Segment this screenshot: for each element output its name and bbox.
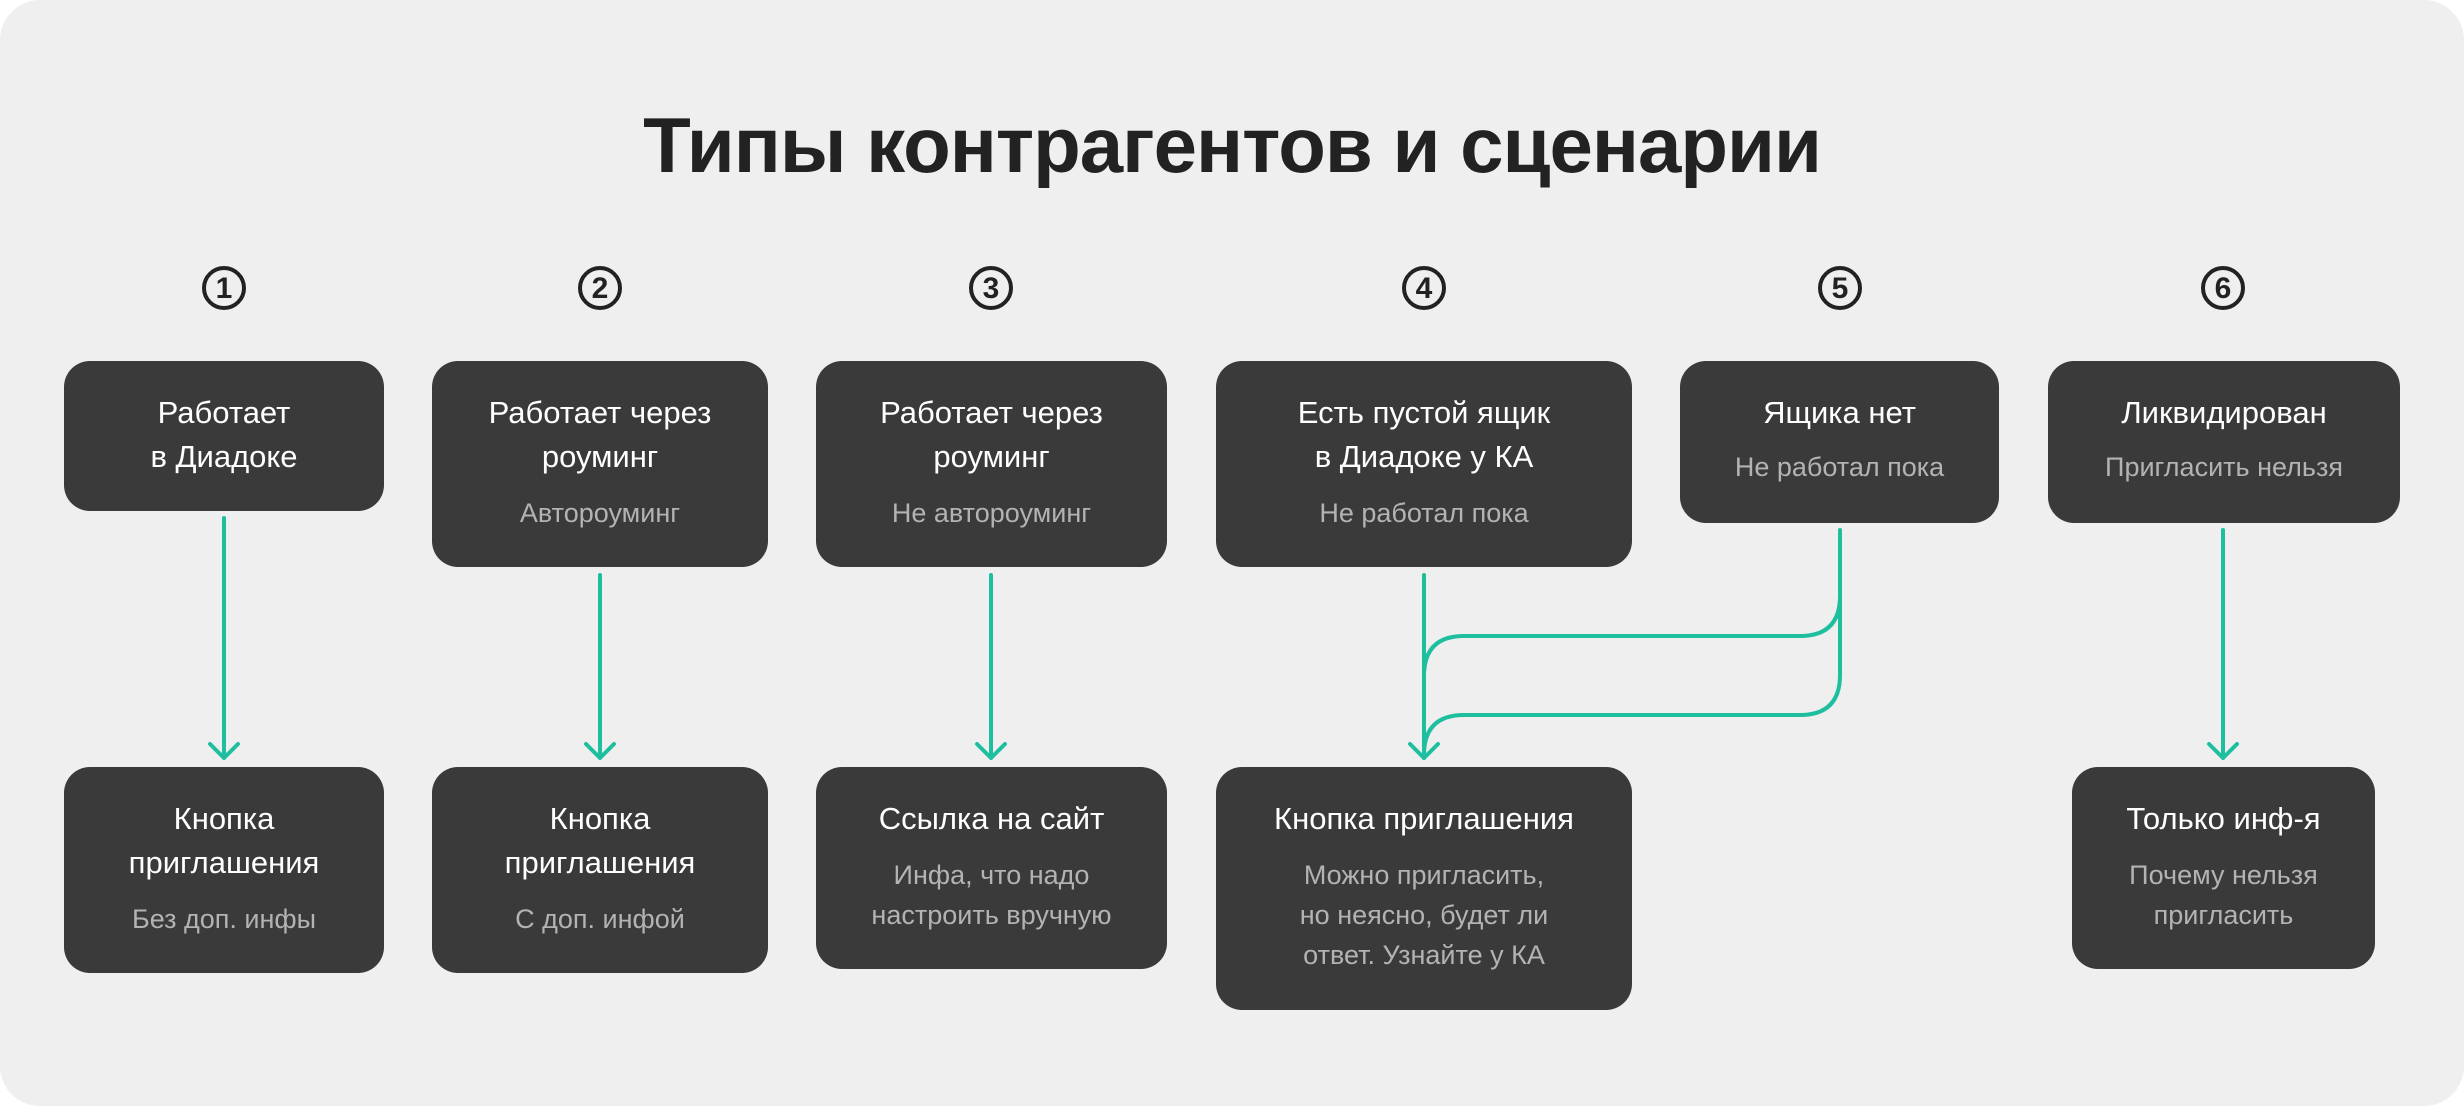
source-box-2: Работает через роуминг Автороуминг (432, 361, 768, 567)
target-box-3: Ссылка на сайт Инфа, что надо настроить … (816, 767, 1167, 969)
target-box-2-subtext: С доп. инфой (515, 904, 685, 934)
step-number-3: 3 (969, 266, 1013, 310)
source-box-6-subtext: Пригласить нельзя (2105, 452, 2343, 482)
source-box-4: Есть пустой ящик в Диадоке у КА Не работ… (1216, 361, 1632, 567)
step-number-2: 2 (578, 266, 622, 310)
source-box-4-text: Есть пустой ящик в Диадоке у КА (1297, 395, 1551, 474)
target-box-6-subtext: Почему нельзя пригласить (2129, 860, 2318, 930)
target-box-3-text: Ссылка на сайт (878, 801, 1105, 836)
source-box-5-subtext: Не работал пока (1734, 452, 1945, 482)
arrow-6 (2207, 528, 2239, 760)
source-box-3: Работает через роуминг Не автороуминг (816, 361, 1167, 567)
arrow-5-upper (1422, 528, 1842, 760)
source-box-4-subtext: Не работал пока (1319, 498, 1529, 528)
source-box-6: Ликвидирован Пригласить нельзя (2048, 361, 2400, 523)
target-box-6-text: Только инф-я (2126, 801, 2321, 836)
step-number-6: 6 (2201, 266, 2245, 310)
arrow-5-lower (1422, 594, 1842, 757)
target-box-1: Кнопка приглашения Без доп. инфы (64, 767, 384, 973)
arrow-2 (584, 573, 616, 760)
target-box-4-subtext: Можно пригласить, но неясно, будет ли от… (1299, 860, 1549, 970)
source-box-1-text: Работает в Диадоке (150, 395, 298, 474)
step-number-1: 1 (202, 266, 246, 310)
source-box-2-subtext: Автороуминг (519, 498, 681, 528)
source-box-1: Работает в Диадоке (64, 361, 384, 511)
arrow-1 (208, 516, 240, 760)
target-box-6: Только инф-я Почему нельзя пригласить (2072, 767, 2375, 969)
target-box-3-subtext: Инфа, что надо настроить вручную (871, 860, 1112, 930)
target-box-1-subtext: Без доп. инфы (131, 904, 317, 934)
source-box-5-text: Ящика нет (1763, 395, 1916, 430)
source-box-5: Ящика нет Не работал пока (1680, 361, 1999, 523)
step-number-4: 4 (1402, 266, 1446, 310)
arrow-3 (975, 573, 1007, 760)
target-box-2-text: Кнопка приглашения (504, 801, 696, 880)
page-title: Типы контрагентов и сценарии (643, 101, 1822, 189)
target-box-1-text: Кнопка приглашения (128, 801, 320, 880)
step-number-5: 5 (1818, 266, 1862, 310)
source-box-3-text: Работает через роуминг (880, 395, 1103, 474)
target-box-4-text: Кнопка приглашения (1274, 801, 1574, 836)
target-box-2: Кнопка приглашения С доп. инфой (432, 767, 768, 973)
source-box-2-text: Работает через роуминг (488, 395, 712, 474)
source-box-3-subtext: Не автороуминг (891, 498, 1092, 528)
source-box-6-text: Ликвидирован (2121, 395, 2327, 430)
target-box-4: Кнопка приглашения Можно пригласить, но … (1216, 767, 1632, 1010)
